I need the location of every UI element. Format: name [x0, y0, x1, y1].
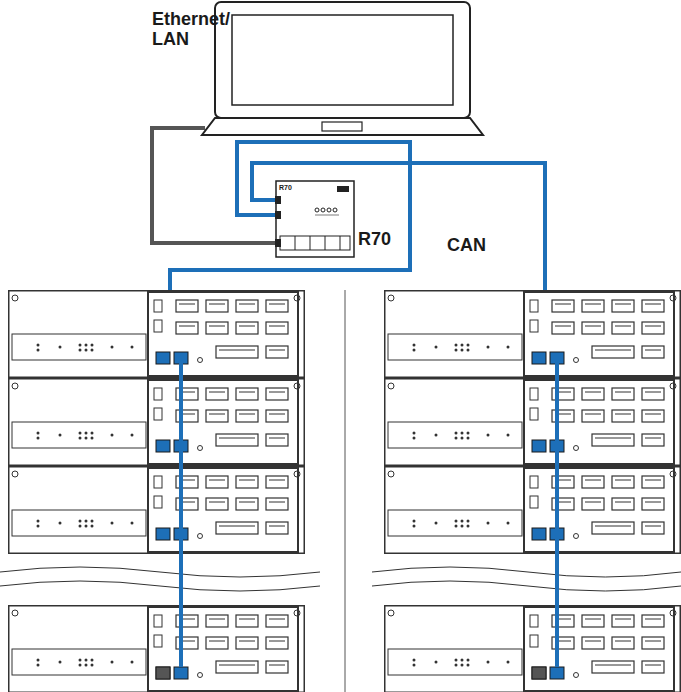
bus-label: CAN	[447, 236, 486, 256]
connection-label: Ethernet/ LAN	[152, 10, 244, 50]
device-print: R70	[279, 184, 292, 192]
device-outline	[275, 180, 355, 258]
device-name: R70	[358, 230, 391, 250]
interface-device: R70R70	[275, 180, 355, 258]
